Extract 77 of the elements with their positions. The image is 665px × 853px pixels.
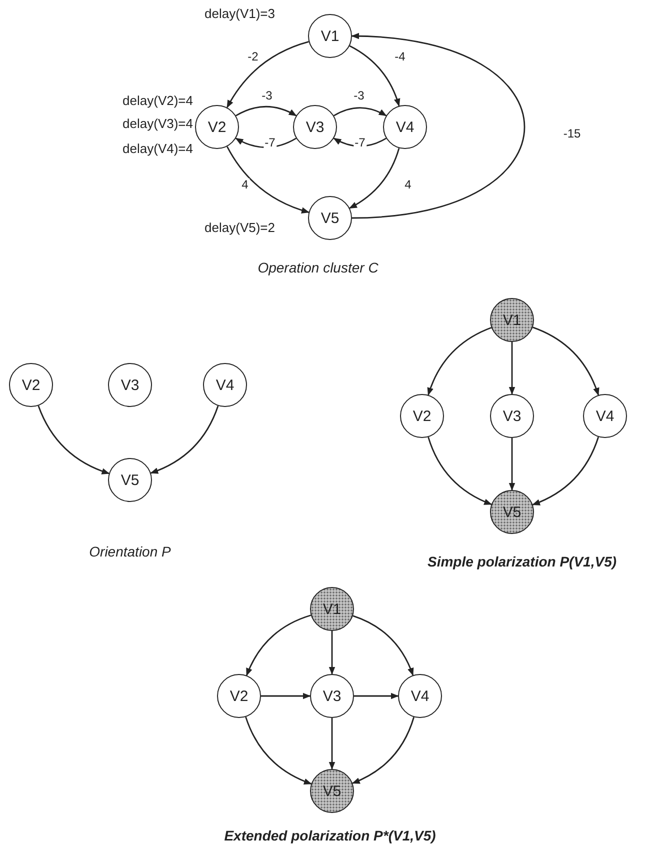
node-label: V4: [410, 688, 430, 704]
node-label: V5: [322, 784, 342, 798]
edge-label: -3: [260, 89, 274, 103]
node-label: V3: [120, 378, 140, 392]
delay-annotation: delay(V4)=4: [122, 142, 193, 156]
circle-node: [195, 105, 239, 149]
arrow: [428, 326, 492, 396]
arrow: [235, 138, 296, 148]
circle-node: [308, 196, 352, 240]
circle-node: [583, 394, 627, 438]
circle-node: [398, 674, 442, 718]
delay-annotation: delay(V1)=3: [204, 6, 275, 22]
node-label: V4: [216, 378, 234, 392]
arrow: [328, 631, 336, 675]
arrow: [226, 146, 310, 214]
circle-node: [308, 14, 352, 58]
shaded-circle-node: [310, 587, 354, 631]
arrow: [349, 45, 400, 107]
arrow: [428, 436, 492, 506]
arrow: [333, 138, 386, 147]
arrow: [150, 406, 219, 474]
edge-label: -7: [264, 136, 276, 150]
node-label: V2: [412, 408, 432, 424]
node-label: V1: [502, 312, 522, 328]
node-label: V2: [22, 378, 40, 392]
arrow: [351, 33, 525, 219]
node-label: V5: [502, 504, 522, 520]
node-label: V1: [322, 602, 342, 616]
arrow: [508, 342, 516, 395]
circle-node: [203, 363, 247, 407]
arrow: [226, 41, 309, 108]
delay-annotation: delay(V3)=4: [122, 116, 193, 132]
arrow: [354, 692, 399, 700]
figure-caption: Simple polarization P(V1,V5): [427, 554, 617, 570]
figure-caption: Orientation P: [89, 544, 171, 560]
node-label: V3: [306, 120, 324, 134]
delay-annotation: delay(V5)=2: [204, 220, 275, 236]
arrow: [532, 326, 600, 396]
arrow: [334, 107, 387, 116]
shaded-circle-node: [490, 298, 534, 342]
node-label: V3: [502, 408, 522, 424]
circle-node: [108, 458, 152, 502]
arrow: [328, 718, 336, 770]
arrow: [261, 692, 311, 700]
circle-node: [9, 363, 53, 407]
node-label: V5: [320, 210, 340, 226]
arrow: [508, 438, 516, 491]
figure-caption: Extended polarization P*(V1,V5): [224, 828, 436, 844]
arrow: [352, 716, 415, 784]
circle-node: [310, 674, 354, 718]
circle-node: [490, 394, 534, 438]
edge-label: -3: [352, 89, 366, 103]
arrow: [38, 405, 110, 474]
circle-node: [383, 105, 427, 149]
delay-annotation: delay(V2)=4: [122, 94, 193, 108]
node-label: V2: [208, 120, 226, 134]
edge-label: -15: [562, 127, 582, 141]
arrow: [245, 716, 312, 784]
circle-node: [293, 105, 337, 149]
node-label: V3: [322, 688, 342, 704]
shaded-circle-node: [310, 769, 354, 813]
figure-caption: Operation cluster C: [258, 260, 378, 276]
arrow: [532, 436, 600, 506]
circle-node: [217, 674, 261, 718]
arrow: [352, 615, 414, 676]
circle-node: [108, 363, 152, 407]
node-label: V4: [396, 120, 414, 134]
shaded-circle-node: [490, 490, 534, 534]
arrow: [348, 148, 400, 209]
node-label: V4: [596, 408, 614, 424]
node-label: V2: [230, 688, 248, 704]
arrow: [236, 106, 297, 116]
edge-label: -7: [354, 136, 366, 150]
node-label: V5: [120, 472, 140, 488]
arrow: [246, 614, 312, 676]
node-label: V1: [320, 28, 340, 44]
circle-node: [400, 394, 444, 438]
